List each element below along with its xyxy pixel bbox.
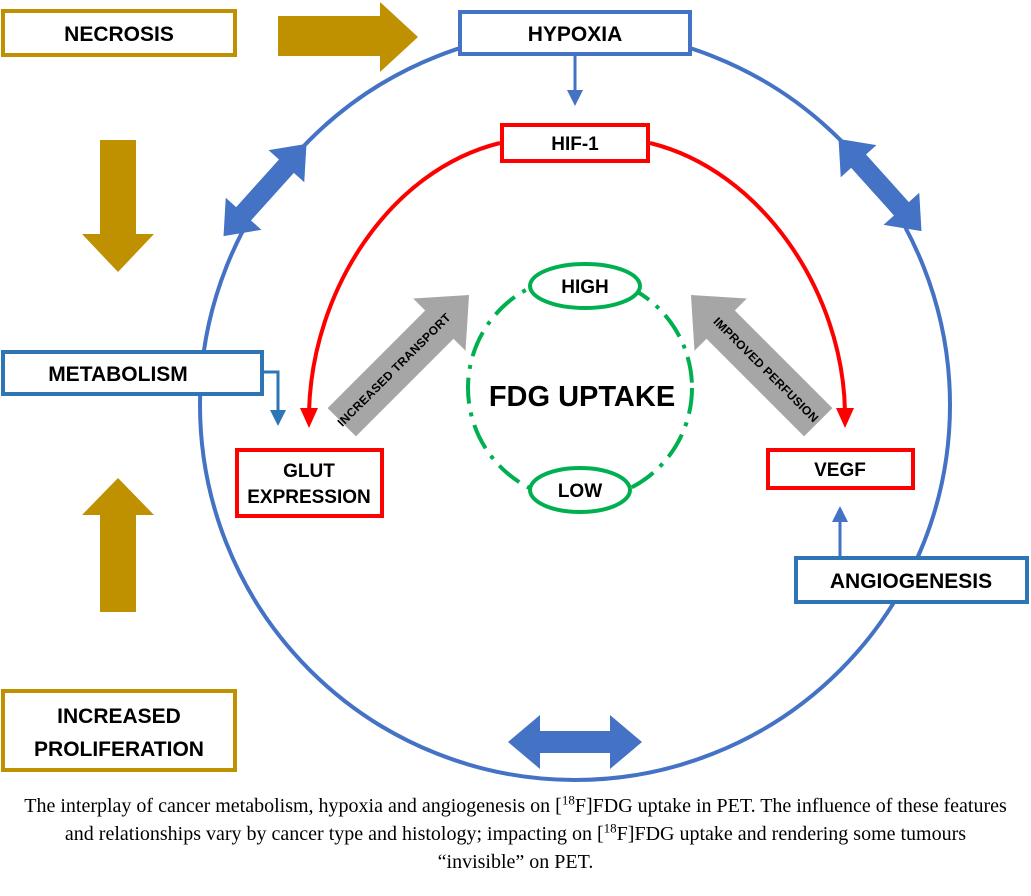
increased-transport-arrow: INCREASED TRANSPORT: [327, 294, 470, 437]
hif1-box: HIF-1: [500, 123, 650, 163]
diagram-canvas: INCREASED TRANSPORT IMPROVED PERFUSION H…: [1, 2, 1029, 782]
low-label: LOW: [558, 481, 602, 502]
red-arc-to-glut: [307, 141, 501, 413]
proliferation-label-line1: INCREASED: [57, 705, 181, 728]
fdg-uptake-label: FDG UPTAKE: [489, 381, 675, 413]
metabolism-to-glut-connector: [262, 370, 280, 412]
hypoxia-to-hif-arrowhead-icon: [567, 90, 583, 106]
increased-transport-label: INCREASED TRANSPORT: [335, 310, 454, 429]
caption-part-1: The interplay of cancer metabolism, hypo…: [24, 795, 562, 817]
necrosis-box: NECROSIS: [1, 9, 237, 57]
red-arrowhead-vegf-icon: [836, 408, 854, 428]
hypoxia-box: HYPOXIA: [458, 10, 692, 56]
angiogenesis-label: ANGIOGENESIS: [830, 570, 992, 593]
hypoxia-label: HYPOXIA: [528, 23, 623, 46]
glut-label-line2: EXPRESSION: [247, 487, 371, 508]
gold-arrow-up-icon: [82, 478, 154, 612]
double-arrow-upper-right-icon: [838, 138, 922, 232]
low-ellipse: [528, 466, 632, 514]
caption-part-3: F]FDG uptake and rendering some tumours …: [437, 823, 967, 873]
improved-perfusion-label: IMPROVED PERFUSION: [710, 314, 821, 425]
high-ellipse: [528, 262, 642, 310]
vegf-label: VEGF: [814, 460, 866, 481]
metabolism-label: METABOLISM: [48, 363, 188, 386]
angiogenesis-to-vegf-arrowhead-icon: [832, 506, 848, 522]
proliferation-label-line2: PROLIFERATION: [34, 738, 204, 761]
caption-superscript-1: 18: [561, 792, 575, 808]
fdg-uptake-circle: [466, 274, 694, 502]
red-arrowhead-glut-icon: [300, 408, 318, 428]
glut-expression-box: GLUT EXPRESSION: [235, 448, 384, 518]
double-arrow-bottom-icon: [508, 715, 642, 769]
gold-arrow-right-icon: [278, 2, 418, 72]
high-label: HIGH: [561, 277, 609, 298]
metabolism-to-glut-arrowhead-icon: [270, 410, 286, 426]
vegf-box: VEGF: [766, 448, 915, 490]
double-arrow-upper-left-icon: [223, 143, 307, 237]
metabolism-box: METABOLISM: [1, 350, 264, 396]
red-arc-to-vegf: [649, 141, 847, 413]
glut-label-line1: GLUT: [283, 461, 335, 482]
angiogenesis-box: ANGIOGENESIS: [794, 556, 1029, 604]
hif1-label: HIF-1: [551, 134, 599, 155]
necrosis-label: NECROSIS: [64, 23, 174, 46]
gold-arrow-down-icon: [82, 140, 154, 272]
caption-part-2: F]FDG uptake in PET. The influence of th…: [64, 795, 1007, 845]
figure-caption: The interplay of cancer metabolism, hypo…: [20, 792, 1011, 876]
proliferation-box: INCREASED PROLIFERATION: [1, 689, 237, 772]
caption-superscript-2: 18: [603, 820, 617, 836]
